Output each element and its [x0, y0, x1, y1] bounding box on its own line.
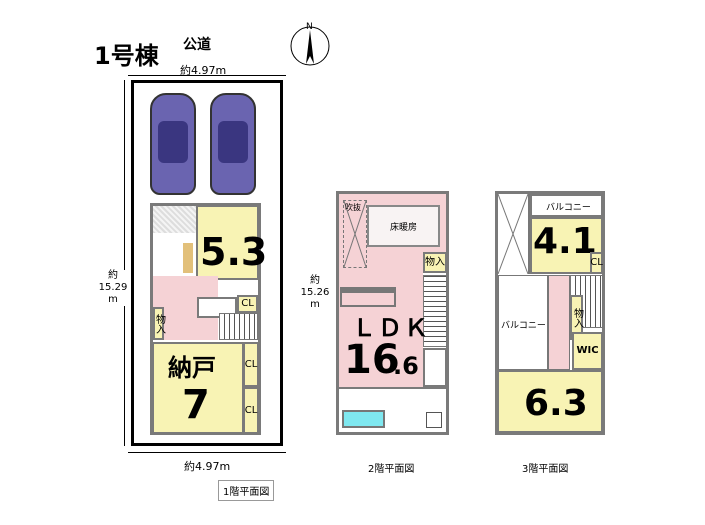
dimension-line-top — [128, 75, 286, 76]
depth-unit: m — [108, 294, 118, 305]
walk-in-closet: WIC — [572, 332, 603, 370]
depth-unit: m — [310, 299, 320, 310]
stairs — [219, 313, 258, 340]
room-size: 16 — [344, 337, 400, 383]
room-name: 納戸 — [168, 354, 216, 382]
depth-value: 15.29 — [98, 282, 128, 293]
floor-heating-label: 床暖房 — [390, 223, 418, 233]
closet: CL — [590, 252, 603, 274]
bathtub — [342, 410, 385, 428]
kitchen-counter — [340, 287, 396, 307]
room-size-decimal: .6 — [393, 352, 419, 380]
lot-boundary-floor1 — [131, 80, 283, 446]
width-top-label: 約4.97m — [180, 64, 227, 77]
depth-prefix: 約 — [310, 275, 320, 286]
room-size: 6.3 — [524, 383, 588, 424]
floor2-caption: 2階平面図 — [368, 464, 415, 475]
room-size-value: 5.3 — [200, 230, 268, 274]
closet: CL — [243, 342, 259, 387]
room-bedroom-5-3 — [196, 205, 259, 280]
floor-heating-area — [367, 205, 440, 247]
room-storage-nando — [152, 342, 244, 434]
void-area — [343, 200, 367, 268]
balcony — [498, 275, 548, 370]
stairs — [423, 275, 447, 347]
road-label: 公道 — [183, 37, 211, 53]
width-bottom-label: 約4.97m — [184, 460, 231, 473]
step-icon — [183, 243, 193, 273]
dimension-line-left — [124, 80, 125, 446]
room-name: ＬＤＫ — [352, 314, 430, 342]
balcony-label: バルコニー — [546, 203, 591, 213]
void-label: 吹抜 — [345, 203, 361, 212]
storage: 物入 — [423, 252, 447, 273]
depth-prefix: 約 — [108, 270, 118, 281]
compass-north: N — [306, 22, 313, 32]
dimension-line-bottom — [128, 452, 286, 453]
toilet — [423, 348, 447, 387]
car-icon — [150, 93, 196, 195]
room-size: 7 — [182, 382, 210, 428]
room-bedroom-6-3 — [497, 370, 603, 433]
room-size: 4.1 — [533, 221, 597, 262]
closet: CL — [237, 295, 258, 313]
depth-value: 15.26 — [300, 287, 330, 298]
washing-machine-icon — [426, 412, 442, 428]
void-area — [497, 193, 530, 275]
void-cross-icon — [344, 201, 366, 267]
room-size: 5.3 — [200, 232, 267, 272]
floor3-caption: 3階平面図 — [522, 464, 569, 475]
balcony-label: バルコニー — [501, 321, 546, 331]
toilet — [197, 297, 237, 318]
car-icon — [210, 93, 256, 195]
storage: 物入 — [153, 307, 165, 340]
closet: CL — [243, 387, 259, 434]
entrance — [153, 206, 197, 233]
compass: N — [288, 22, 332, 66]
compass-icon — [290, 26, 330, 66]
building-title: 1号棟 — [94, 42, 159, 70]
wall — [339, 387, 447, 389]
floor1-caption: 1階平面図 — [218, 480, 275, 501]
balcony — [530, 194, 603, 217]
hallway — [548, 275, 570, 370]
void-cross-icon — [497, 193, 529, 275]
